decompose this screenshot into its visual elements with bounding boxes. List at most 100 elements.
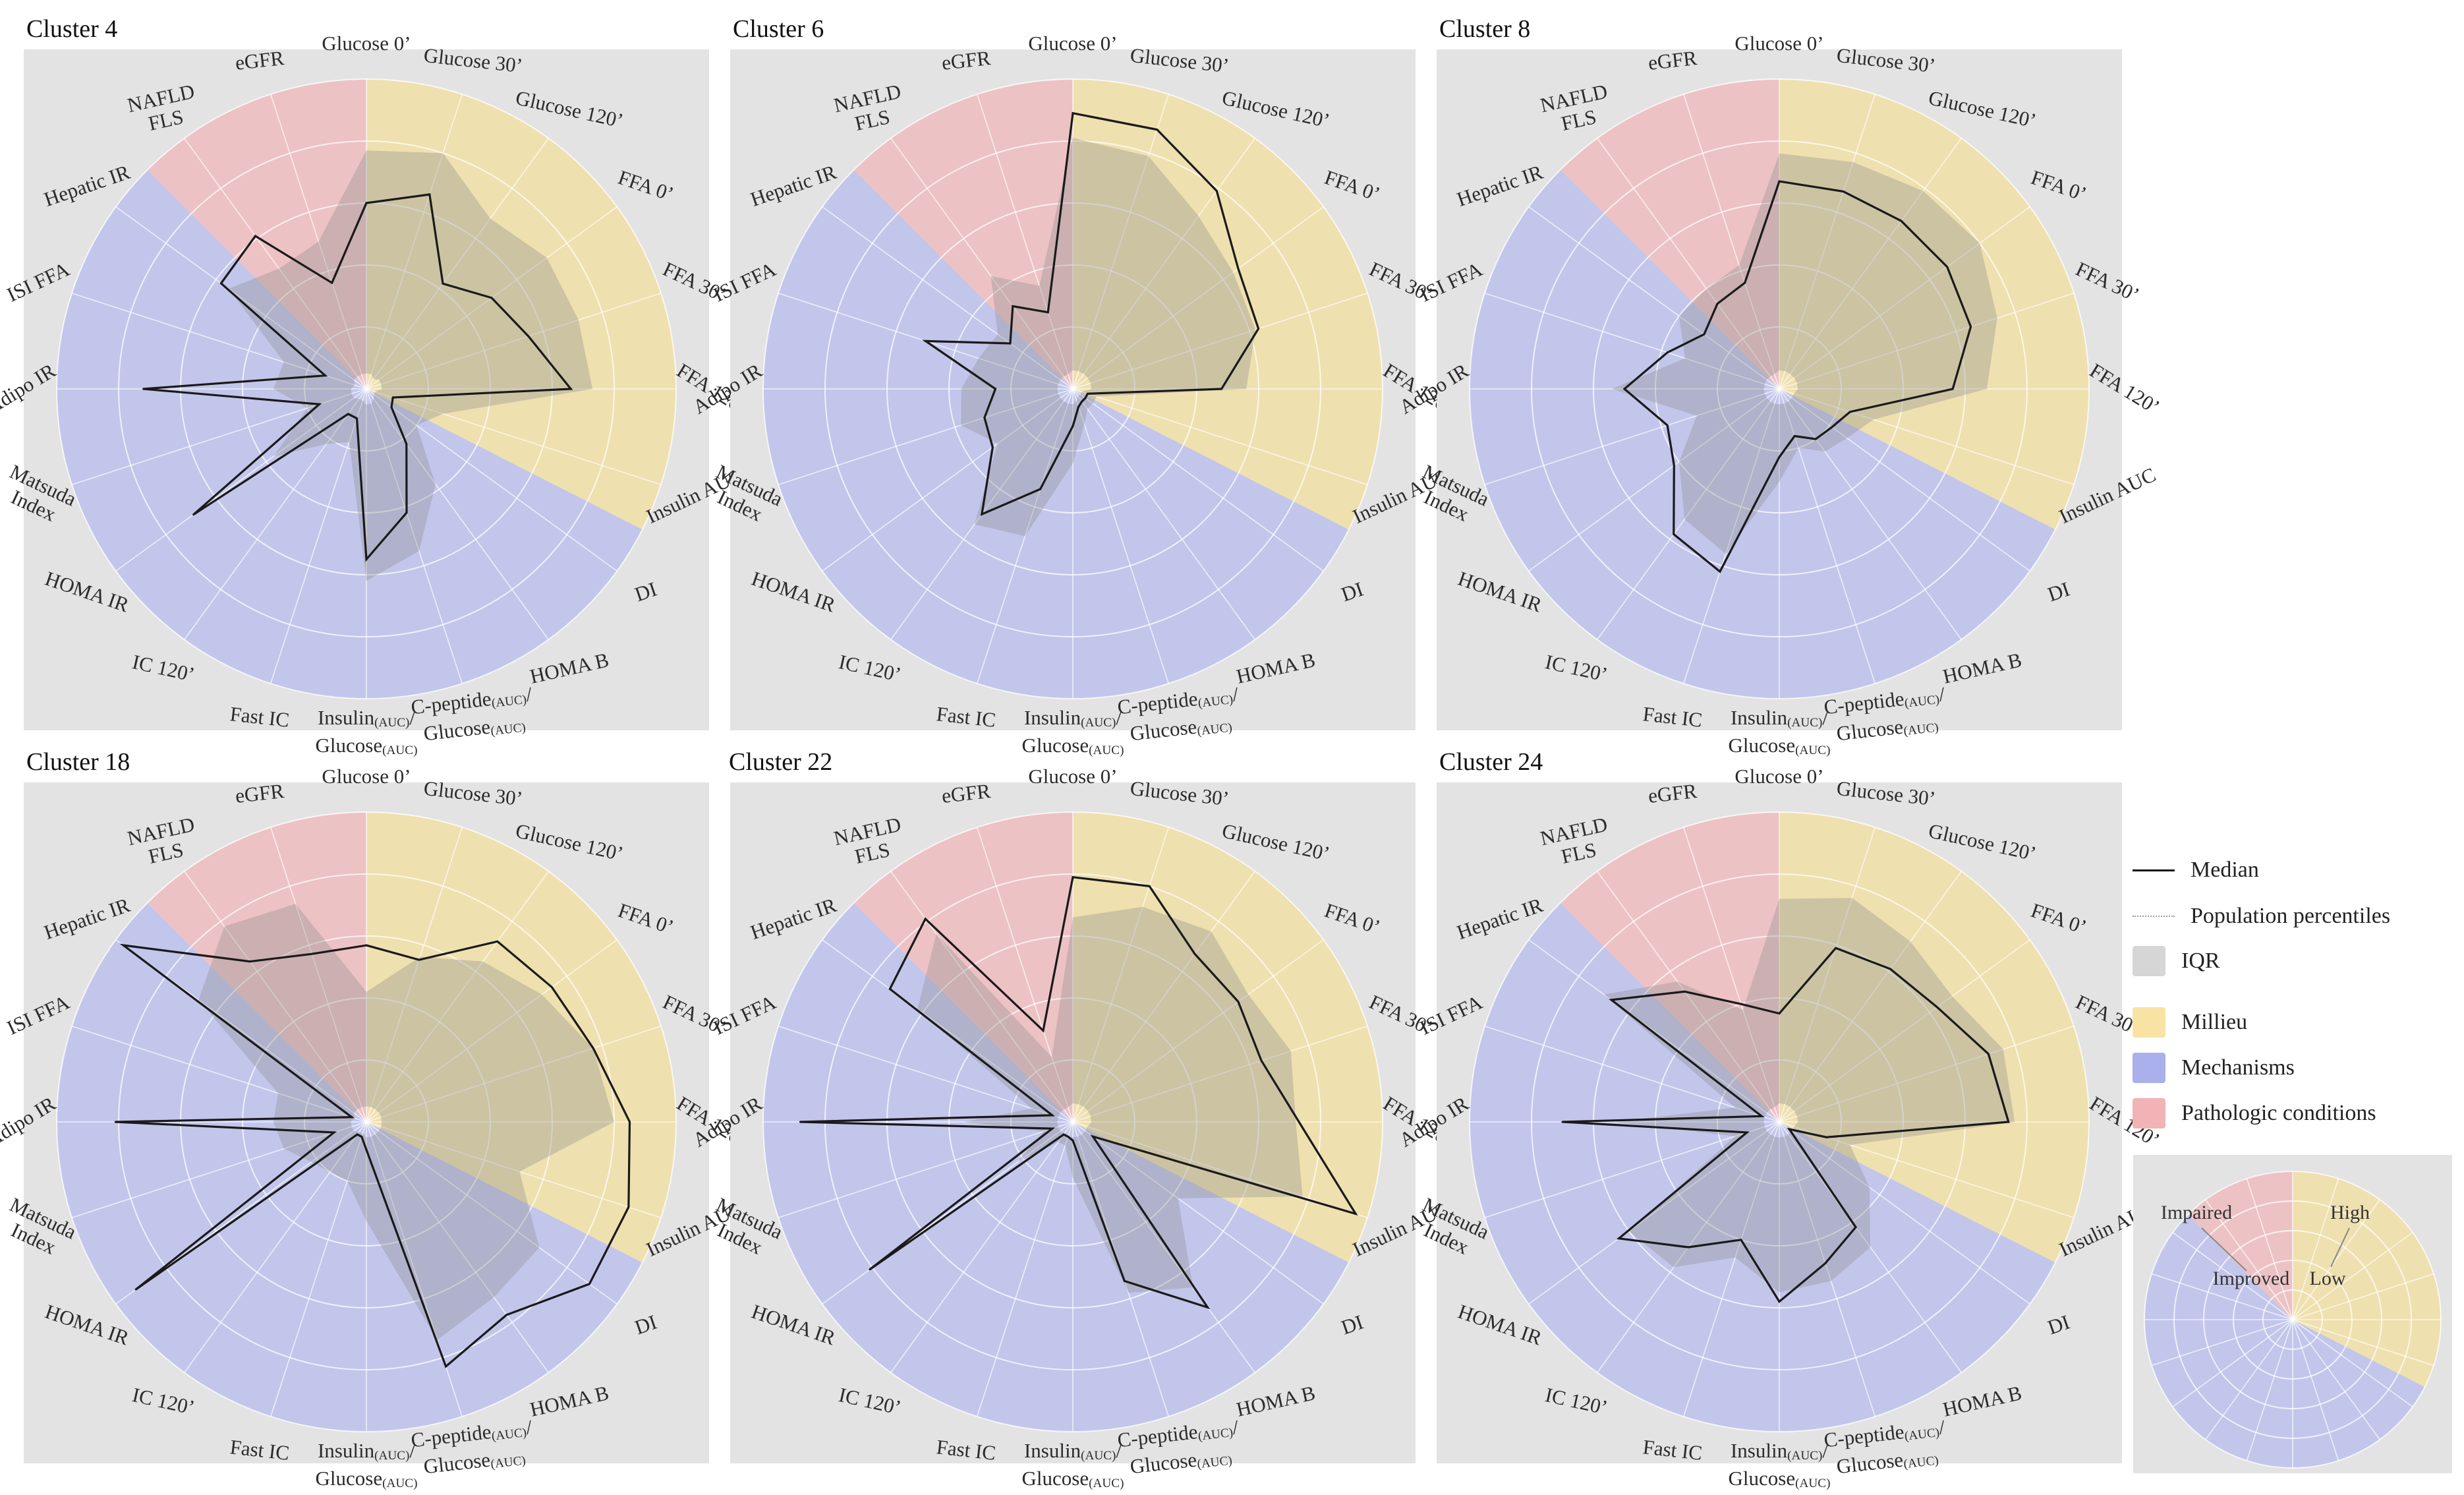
median-point xyxy=(331,281,333,284)
axis-label: C-peptide(AUC)/ Glucose(AUC) xyxy=(409,1415,533,1479)
grid-spoke xyxy=(366,388,662,485)
sector-pathologic xyxy=(853,812,1073,1122)
iqr-band xyxy=(1612,153,1997,554)
median-point xyxy=(983,417,986,419)
grid-spoke xyxy=(1779,388,2075,485)
median-point xyxy=(1854,1226,1857,1229)
median-point xyxy=(365,944,368,947)
axis-label: C-peptide(AUC)/ Glucose(AUC) xyxy=(1822,1415,1946,1479)
grid-spoke xyxy=(366,388,549,640)
median-point xyxy=(1354,1212,1357,1215)
median-point xyxy=(310,953,313,955)
radar-chart xyxy=(56,78,677,699)
median-point xyxy=(1900,220,1903,222)
grid-spoke xyxy=(270,388,367,684)
grid-spoke xyxy=(1779,827,1876,1123)
median-point xyxy=(1091,1135,1094,1138)
grid-spoke xyxy=(184,871,367,1123)
grid-spoke xyxy=(1683,94,1780,390)
grid-spoke xyxy=(1779,206,2030,390)
grid-spoke xyxy=(1072,388,1255,640)
grid-spoke xyxy=(1072,827,1169,1123)
grid-spoke xyxy=(1779,871,1962,1123)
median-point xyxy=(550,986,553,989)
sector-milieu xyxy=(366,79,676,530)
median-point xyxy=(1835,947,1837,949)
grid-spoke xyxy=(366,138,549,390)
grid-spoke xyxy=(2292,1319,2413,1407)
grid-spoke xyxy=(1528,206,1780,390)
grid-spoke xyxy=(366,939,617,1123)
median-point xyxy=(1156,129,1159,131)
median-point xyxy=(1842,191,1845,193)
radar-panel: Glucose 0’Glucose 30’Glucose 120’FFA 0’F… xyxy=(689,765,1457,1490)
median-point xyxy=(1012,305,1014,308)
radar-chart xyxy=(762,811,1383,1432)
grid-spoke xyxy=(977,94,1074,390)
median-point xyxy=(888,987,891,990)
median-point xyxy=(142,388,145,390)
median-point xyxy=(1848,411,1851,413)
median-point xyxy=(1703,333,1705,336)
median-point xyxy=(1086,392,1089,395)
iqr-band xyxy=(961,138,1256,537)
grid-spoke xyxy=(2246,1178,2293,1320)
median-point xyxy=(496,940,499,943)
median-point xyxy=(1746,1131,1748,1134)
median-point xyxy=(588,1283,590,1285)
median-point xyxy=(1298,1121,1300,1123)
median-point xyxy=(1220,388,1223,390)
median-point xyxy=(1778,455,1781,458)
grid-spoke xyxy=(366,827,463,1123)
axis-label: C-peptide(AUC)/ Glucose(AUC) xyxy=(1822,682,1946,746)
grid-spoke xyxy=(2151,1319,2293,1366)
grid-spoke xyxy=(822,939,1074,1123)
median-point xyxy=(527,335,530,337)
median-point xyxy=(324,374,326,377)
grid-spoke xyxy=(890,1121,1074,1373)
panel-title: Cluster 6 xyxy=(733,15,824,43)
axis-label: Glucose 0’ xyxy=(1028,765,1118,788)
panel-title: Cluster 4 xyxy=(26,15,118,43)
radar-panel: Glucose 0’Glucose 30’Glucose 120’FFA 0’F… xyxy=(1395,765,2163,1490)
radar-panel: Glucose 0’Glucose 30’Glucose 120’FFA 0’F… xyxy=(1395,32,2163,757)
legend-milieu-swatch-icon xyxy=(2133,1007,2165,1038)
grid-spoke xyxy=(1072,1026,1368,1123)
iqr-band xyxy=(198,904,614,1340)
median-point xyxy=(418,958,420,961)
grid-spoke xyxy=(1779,939,2030,1123)
reading-guide: Impaired High Improved Low xyxy=(2133,1155,2452,1473)
median-point xyxy=(1206,1306,1209,1308)
median-point xyxy=(1077,405,1080,408)
reading-guide-wheel xyxy=(2144,1171,2442,1469)
median-point xyxy=(442,282,444,285)
grid-spoke xyxy=(778,1121,1074,1218)
grid-spoke xyxy=(71,1026,367,1123)
median-point xyxy=(405,443,408,446)
grid-spoke xyxy=(2151,1273,2293,1320)
median-point xyxy=(1618,1237,1620,1240)
legend-percentiles: Population percentiles xyxy=(2133,903,2390,929)
grid-spoke xyxy=(1779,293,2075,390)
sector-pathologic xyxy=(1560,79,1779,389)
grid-spoke xyxy=(1072,206,1324,390)
grid-spoke xyxy=(184,138,367,390)
median-point xyxy=(1673,533,1675,536)
grid-spoke xyxy=(2292,1319,2380,1440)
median-point xyxy=(1946,266,1949,268)
grid-spoke xyxy=(1779,1026,2075,1123)
grid-spoke xyxy=(71,1121,367,1218)
median-point xyxy=(925,339,927,342)
axis-label: Glucose 0’ xyxy=(1734,32,1824,55)
median-point xyxy=(1148,885,1151,887)
median-point xyxy=(1062,1133,1065,1136)
legend-iqr: IQR xyxy=(2133,946,2220,976)
grid-spoke xyxy=(366,1121,617,1304)
grid-spoke xyxy=(2292,1178,2339,1320)
median-point xyxy=(390,406,393,409)
grid-spoke xyxy=(71,293,367,390)
grid-spoke xyxy=(1484,388,1780,485)
median-point xyxy=(1081,400,1083,403)
median-point xyxy=(365,558,368,560)
median-point xyxy=(1814,438,1817,440)
